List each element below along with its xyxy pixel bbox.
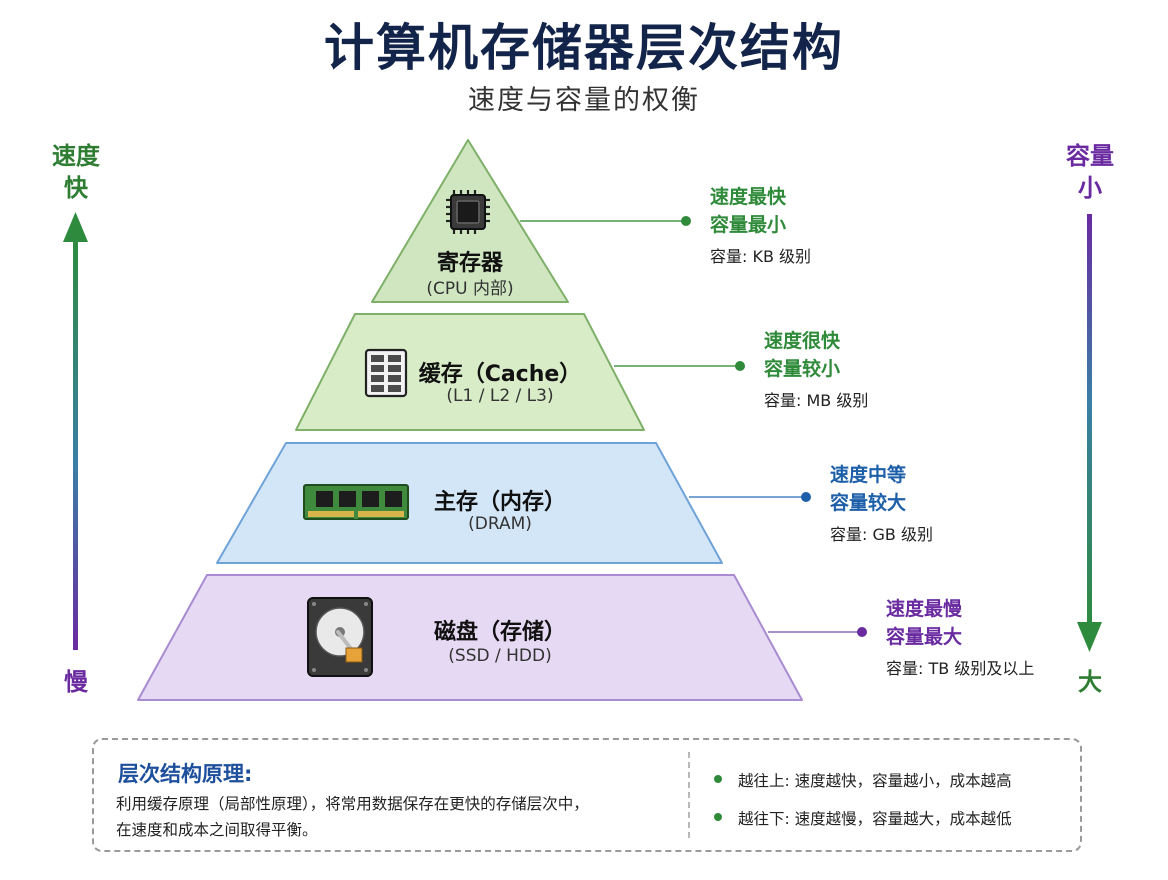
annotation-capacity-detail: 容量: GB 级别 <box>830 525 933 544</box>
tier-shape-dram <box>216 442 723 564</box>
annotation-register: 速度最快 容量最小 容量: KB 级别 <box>710 183 811 267</box>
principle-bullet-up: 越往上: 速度越快，容量越小，成本越高 <box>738 772 1012 790</box>
bullet-dot <box>714 813 722 821</box>
annotation-capacity: 容量较大 <box>830 492 907 514</box>
annotation-dram: 速度中等 容量较大 容量: GB 级别 <box>830 461 933 545</box>
cache-memory-icon <box>364 348 408 398</box>
right-axis-bottom-label: 大 <box>1078 668 1102 696</box>
annotation-capacity-detail: 容量: MB 级别 <box>764 391 869 410</box>
tier-title-register: 寄存器 <box>436 251 503 276</box>
tier-subtitle-cache: (L1 / L2 / L3) <box>446 386 554 406</box>
annotation-speed: 速度最慢 <box>886 598 963 620</box>
principle-bullet-down: 越往下: 速度越慢，容量越大，成本越低 <box>738 810 1012 828</box>
ram-module-icon <box>303 484 409 520</box>
cpu-chip-icon <box>446 190 490 234</box>
connector-dram <box>689 492 811 502</box>
tier-shape-cache <box>295 313 645 431</box>
principle-line-1: 利用缓存原理（局部性原理），将常用数据保存在更快的存储层次中， <box>116 795 589 813</box>
right-axis-top-label-1: 容量 <box>1066 142 1114 170</box>
page-subtitle: 速度与容量的权衡 <box>468 85 700 116</box>
annotation-cache: 速度很快 容量较小 容量: MB 级别 <box>764 327 868 411</box>
annotation-capacity: 容量最大 <box>886 626 963 648</box>
tier-title-disk: 磁盘（存储） <box>433 620 566 645</box>
bullet-dot <box>714 775 722 783</box>
tier-shape-disk <box>137 574 803 701</box>
right-axis-top-label-2: 小 <box>1078 174 1102 202</box>
principle-line-2: 在速度和成本之间取得平衡。 <box>116 821 318 839</box>
left-axis-top-label-2: 快 <box>64 174 88 202</box>
annotation-speed: 速度最快 <box>710 186 787 208</box>
hard-disk-icon <box>307 597 373 677</box>
tier-subtitle-register: (CPU 内部) <box>426 279 514 299</box>
tier-subtitle-dram: (DRAM) <box>468 514 532 534</box>
tier-title-dram: 主存（内存） <box>433 490 566 515</box>
annotation-speed: 速度很快 <box>764 330 841 352</box>
left-axis-arrow <box>63 212 88 650</box>
annotation-capacity: 容量较小 <box>764 358 841 380</box>
right-axis-arrow <box>1077 214 1102 652</box>
annotation-capacity-detail: 容量: TB 级别及以上 <box>886 659 1035 678</box>
annotation-capacity: 容量最小 <box>710 214 787 236</box>
connector-register <box>520 216 691 226</box>
principle-divider <box>688 752 690 838</box>
connector-cache <box>614 361 745 371</box>
tier-title-cache: 缓存（Cache） <box>418 362 582 387</box>
left-axis-top-label-1: 速度 <box>52 142 100 170</box>
annotation-speed: 速度中等 <box>830 464 907 486</box>
annotation-capacity-detail: 容量: KB 级别 <box>710 247 812 266</box>
annotation-disk: 速度最慢 容量最大 容量: TB 级别及以上 <box>886 595 1034 679</box>
page-title: 计算机存储器层次结构 <box>324 19 844 77</box>
principle-box <box>92 738 1082 852</box>
connector-disk <box>768 627 867 637</box>
principle-title: 层次结构原理: <box>118 762 253 786</box>
left-axis-bottom-label: 慢 <box>64 668 88 696</box>
tier-subtitle-disk: (SSD / HDD) <box>448 646 552 666</box>
